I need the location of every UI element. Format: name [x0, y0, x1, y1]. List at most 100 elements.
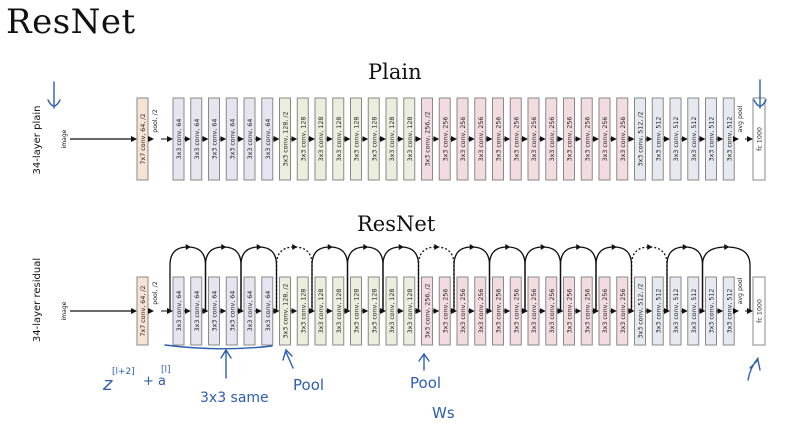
- skip-arrowhead-icon: [611, 244, 617, 250]
- plain-network-row: image 7x7 conv, 64, /2 pool, /2 3x3 conv, 6…: [61, 97, 766, 181]
- skip-arrowhead-icon: [292, 244, 298, 250]
- res-layer-label: 3x3 conv, 256: [584, 289, 591, 334]
- hand-arrow-down-left-icon: [47, 81, 61, 109]
- hand-arrow-up-fc-icon: [747, 357, 761, 381]
- res-layer-label: 3x3 conv, 512, /2: [638, 284, 645, 339]
- plain-layer-label: 3x3 conv, 512, /2: [638, 112, 645, 167]
- skip-connection-dashed: [630, 246, 668, 311]
- plain-layer-label: 3x3 conv, 128, /2: [283, 112, 290, 167]
- plain-layer-label: 3x3 conv, 512: [709, 117, 716, 162]
- hand-arrow-down-right-icon: [753, 79, 767, 109]
- plain-layer-label: 3x3 conv, 128: [318, 117, 325, 162]
- plain-layer-label: 3x3 conv, 256: [602, 117, 609, 162]
- plain-layer-label: 3x3 conv, 512: [726, 117, 733, 162]
- res-avgpool-label: avg pool: [737, 277, 744, 304]
- formula-plus-a: + a: [143, 374, 166, 389]
- pool-note-1: Pool: [293, 376, 324, 394]
- res-layer-box: [752, 276, 766, 346]
- plain-layer-label: 3x3 conv, 128: [354, 117, 361, 162]
- skip-arrowhead-icon: [505, 244, 511, 250]
- plain-layer-label: 3x3 conv, 64: [229, 119, 236, 160]
- plain-heading: Plain: [368, 60, 422, 84]
- skip-arrowhead-icon: [540, 244, 546, 250]
- formula-sup-l: [l]: [161, 365, 171, 375]
- pool-note-2: Pool: [410, 374, 441, 392]
- skip-arrowhead-icon: [647, 244, 653, 250]
- plain-layer-label: 3x3 conv, 256: [531, 117, 538, 162]
- res-layer-label: 7x7 conv, 64, /2: [140, 286, 147, 337]
- res-layer-label: 3x3 conv, 512: [709, 289, 716, 334]
- res-layer-label: 3x3 conv, 64: [247, 291, 254, 332]
- res-layer-label: fc 1000: [757, 299, 764, 323]
- res-layer-label: 3x3 conv, 256: [442, 289, 449, 334]
- hand-arrow-up-same-icon: [220, 348, 232, 379]
- plain-layer-label: 3x3 conv, 256: [442, 117, 449, 162]
- residual-network-row: image 7x7 conv, 64, /2 pool, /2 3x3 conv, 6…: [61, 276, 766, 346]
- plain-layer-label: 3x3 conv, 256: [478, 117, 485, 162]
- res-layer-label: 3x3 conv, 128, /2: [283, 284, 290, 339]
- plain-avgpool-label: avg pool: [737, 105, 744, 132]
- plain-layer-label: 7x7 conv, 64, /2: [140, 114, 147, 165]
- plain-image-label: image: [61, 129, 68, 148]
- plain-layer-label: 3x3 conv, 512: [691, 117, 698, 162]
- skip-arrowhead-icon: [327, 244, 333, 250]
- plain-layer-label: 3x3 conv, 256: [513, 117, 520, 162]
- res-layer-label: 3x3 conv, 512: [655, 289, 662, 334]
- skip-arrowhead-icon: [221, 244, 227, 250]
- res-layer-label: 3x3 conv, 256: [567, 289, 574, 334]
- plain-layer-label: 3x3 conv, 64: [265, 119, 272, 160]
- skip-arrowhead-icon: [398, 244, 404, 250]
- res-image-label: image: [61, 301, 68, 320]
- plain-layer-label: fc 1000: [757, 127, 764, 151]
- res-layer-label: 3x3 conv, 64: [176, 291, 183, 332]
- skip-arrowhead-icon: [256, 244, 262, 250]
- res-layer-label: 3x3 conv, 512: [726, 289, 733, 334]
- res-layer-label: 3x3 conv, 64: [265, 291, 272, 332]
- plain-layer-label: 3x3 conv, 512: [673, 117, 680, 162]
- skip-arrowhead-icon: [469, 244, 475, 250]
- plain-row-label: 34-layer plain: [32, 106, 43, 175]
- same-note: 3x3 same: [200, 390, 269, 406]
- formula-sup-l2: [l+2]: [112, 367, 135, 377]
- handwritten-annotations: [47, 79, 767, 381]
- res-layer-label: 3x3 conv, 128: [336, 289, 343, 334]
- res-layer-label: 3x3 conv, 512: [691, 289, 698, 334]
- res-layer-label: 3x3 conv, 256: [620, 289, 627, 334]
- page-title: ResNet: [6, 2, 136, 42]
- res-layer-label: 3x3 conv, 256: [513, 289, 520, 334]
- plain-layer-label: 3x3 conv, 128: [336, 117, 343, 162]
- plain-layer-box: [752, 97, 766, 181]
- plain-layer-label: 3x3 conv, 256: [584, 117, 591, 162]
- plain-layer-label: 3x3 conv, 512: [655, 117, 662, 162]
- res-pool-label: pool, /2: [152, 281, 159, 305]
- skip-arrowhead-icon: [576, 244, 582, 250]
- plain-layer-label: 3x3 conv, 64: [176, 119, 183, 160]
- skip-arrowhead-icon: [363, 244, 369, 250]
- plain-layer-label: 3x3 conv, 256: [620, 117, 627, 162]
- res-layer-label: 3x3 conv, 128: [300, 289, 307, 334]
- res-layer-label: 3x3 conv, 128: [389, 289, 396, 334]
- plain-pool-label: pool, /2: [152, 109, 159, 133]
- res-layer-label: 3x3 conv, 256: [496, 289, 503, 334]
- res-layer-label: 3x3 conv, 128: [354, 289, 361, 334]
- skip-arrowhead-icon: [724, 244, 730, 250]
- plain-layer-label: 3x3 conv, 256: [567, 117, 574, 162]
- skip-connection-dashed: [275, 246, 313, 311]
- plain-layer-label: 3x3 conv, 128: [300, 117, 307, 162]
- skip-arrowhead-icon: [682, 244, 688, 250]
- plain-layer-label: 3x3 conv, 256: [549, 117, 556, 162]
- resnet-heading: ResNet: [357, 212, 436, 236]
- skip-arrowhead-icon: [434, 244, 440, 250]
- plain-layer-label: 3x3 conv, 256: [460, 117, 467, 162]
- res-layer-label: 3x3 conv, 256: [549, 289, 556, 334]
- plain-layer-label: 3x3 conv, 256: [496, 117, 503, 162]
- plain-layer-label: 3x3 conv, 128: [371, 117, 378, 162]
- hand-bracket: [164, 344, 273, 350]
- residual-row-label: 34-layer residual: [32, 258, 43, 342]
- skip-connections: [169, 244, 751, 311]
- plain-layer-label: 3x3 conv, 64: [194, 119, 201, 160]
- skip-arrowhead-icon: [185, 244, 191, 250]
- res-layer-label: 3x3 conv, 256: [478, 289, 485, 334]
- plain-layer-label: 3x3 conv, 64: [247, 119, 254, 160]
